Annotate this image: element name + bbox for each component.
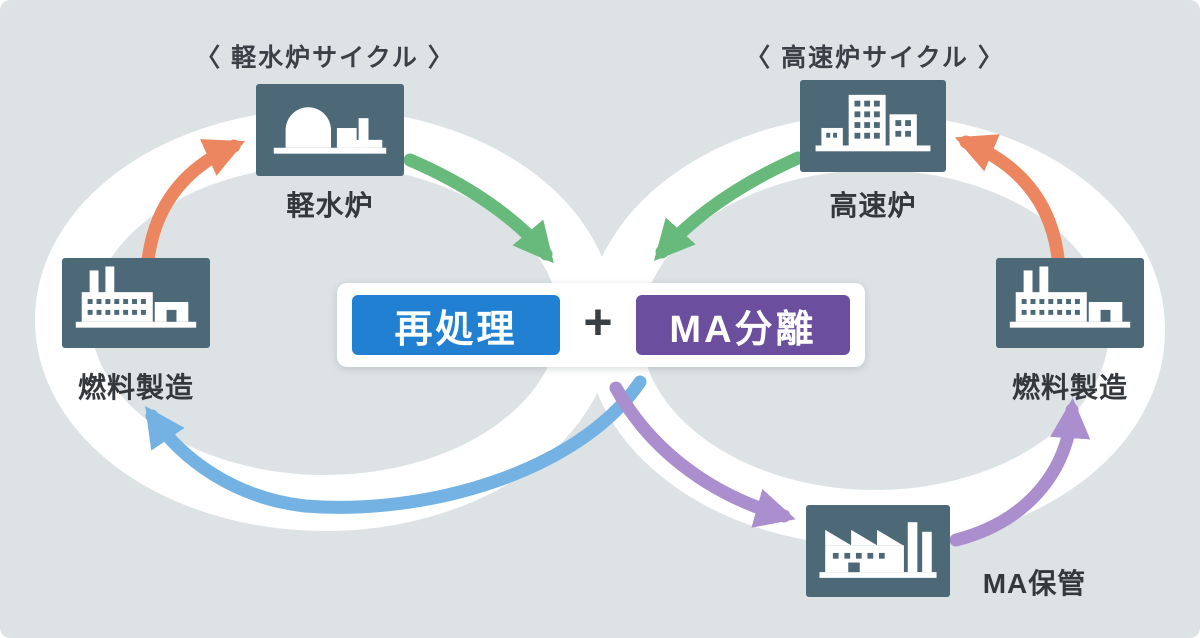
factory-chimneys-icon	[996, 258, 1144, 348]
plus-icon: +	[583, 294, 613, 350]
reprocessing-badge: 再処理	[352, 295, 560, 355]
ma-separation-badge: MA分離	[635, 295, 850, 355]
reactor-dome-building-icon	[256, 84, 404, 176]
arrow-fastreactor-to-reprocessing	[653, 151, 805, 262]
arrow-fuelfab-to-lwr	[141, 139, 246, 267]
fuel-fab-left-label: 燃料製造	[77, 372, 194, 403]
left-cycle-title: 〈 軽水炉サイクル 〉	[195, 44, 455, 72]
arrow-separation-to-mastorage	[609, 381, 796, 528]
lwr-label: 軽水炉	[286, 190, 374, 221]
arrow-mastorage-to-fuelfab-right	[949, 397, 1091, 547]
factory-chimneys-icon	[62, 258, 210, 348]
arrow-fuelfab-to-fastreactor	[954, 134, 1065, 265]
right-cycle-title: 〈 高速炉サイクル 〉	[745, 44, 1005, 72]
factory-sawtooth-roof-icon	[806, 505, 950, 597]
ma-storage-label: MA保管	[982, 568, 1087, 599]
fast-reactor-label: 高速炉	[829, 190, 917, 221]
arrow-lwr-to-reprocessing	[403, 153, 554, 264]
highrise-plant-building-icon	[800, 80, 946, 172]
fuel-fab-right-label: 燃料製造	[1011, 372, 1128, 403]
center-process-panel: 再処理 + MA分離	[337, 283, 865, 367]
arrow-reprocessing-to-fuelfab-left	[145, 375, 647, 514]
